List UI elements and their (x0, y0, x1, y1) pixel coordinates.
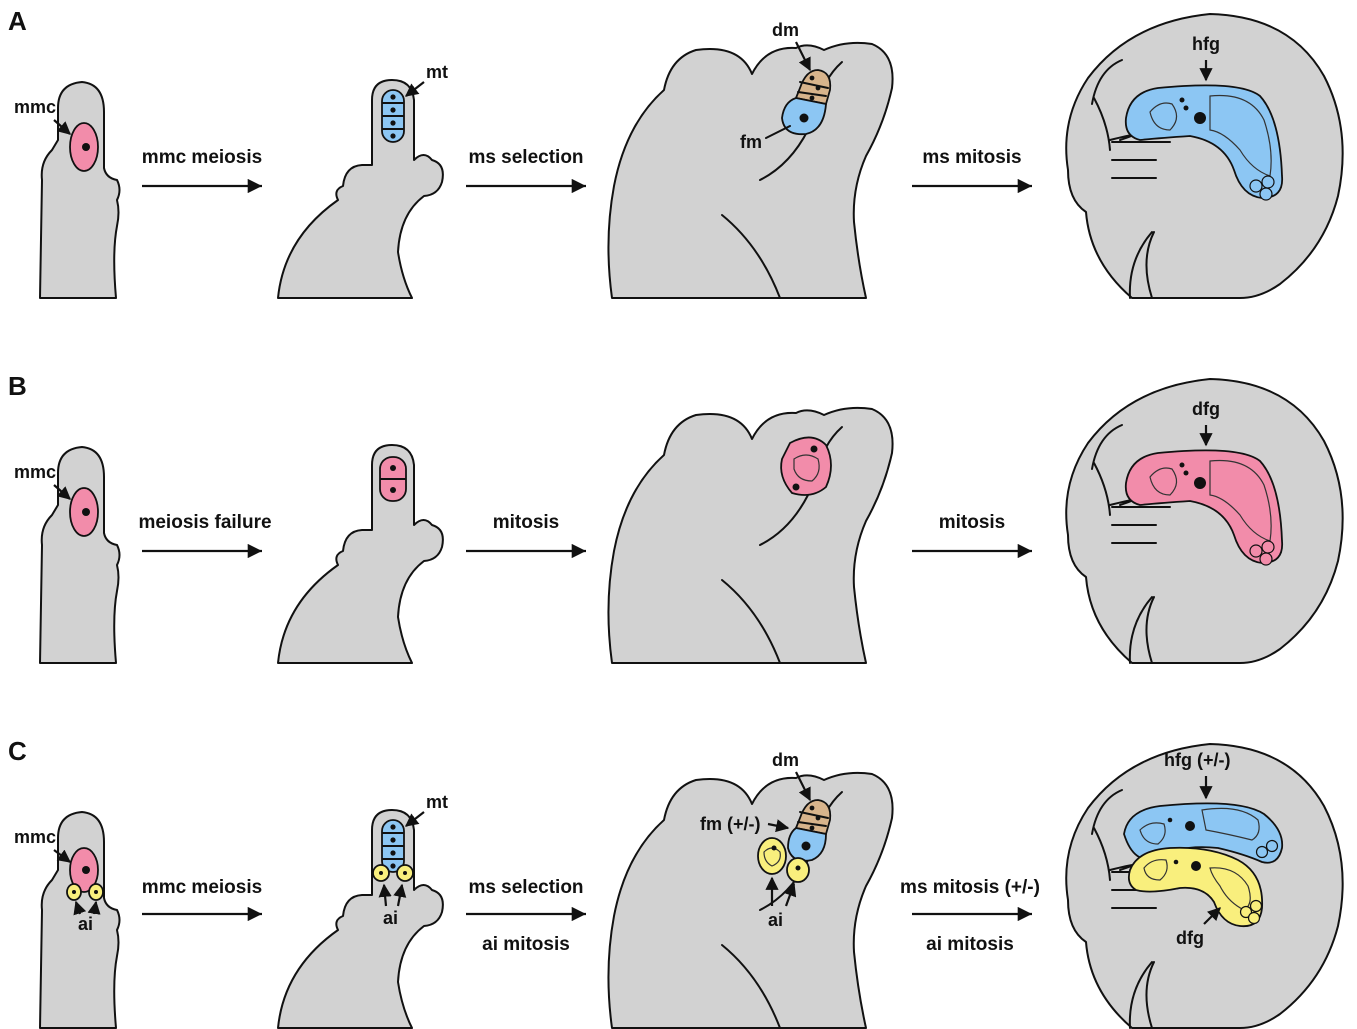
dfg-label: dfg (1176, 928, 1204, 948)
stage4-b: dfg (1066, 379, 1342, 663)
stage3-a: dm fm (608, 20, 892, 298)
step-label-a3: ms mitosis (922, 147, 1021, 168)
panel-c: C mmc ai mmc meiosis mt ai (8, 736, 1343, 1028)
dm-label: dm (772, 20, 799, 40)
step-label-b2: mitosis (493, 512, 560, 533)
panel-letter-b: B (8, 371, 27, 401)
dm-label: dm (772, 750, 799, 770)
hfg-label: hfg (1192, 34, 1220, 54)
stage2-a: mt (278, 62, 448, 298)
fm-label: fm (740, 132, 762, 152)
ai-label-3: ai (768, 910, 783, 930)
stage1-a: mmc (14, 82, 120, 298)
fm-label: fm (+/-) (700, 814, 761, 834)
stage4-c: hfg (+/-) dfg (1066, 744, 1342, 1028)
stage2-c: mt ai (278, 792, 448, 1028)
aposporous-sac-left (758, 838, 786, 874)
stage3-b (608, 408, 892, 663)
mmc-label: mmc (14, 97, 56, 117)
ai-label-2: ai (383, 908, 398, 928)
ai-label-1: ai (78, 914, 93, 934)
mt-label: mt (426, 62, 448, 82)
step-label-a2: ms selection (468, 147, 583, 168)
mt-label: mt (426, 792, 448, 812)
step-label-a1: mmc meiosis (142, 147, 262, 168)
step-sublabel-c2: ai mitosis (482, 934, 570, 955)
hfg-label: hfg (+/-) (1164, 750, 1230, 770)
step-label-c3: ms mitosis (+/-) (900, 877, 1040, 898)
binucleate-sac (781, 437, 831, 495)
step-label-c1: mmc meiosis (142, 877, 262, 898)
stage3-c: dm fm (+/-) ai (608, 750, 892, 1028)
panel-a: A mmc mmc meiosis mt ms selection (8, 6, 1343, 298)
step-sublabel-c3: ai mitosis (926, 934, 1014, 955)
dfg-label: dfg (1192, 399, 1220, 419)
stage1-b: mmc (14, 447, 120, 663)
panel-b: B mmc meiosis failure mitosis mitosis (8, 371, 1343, 663)
step-label-b1: meiosis failure (138, 512, 271, 533)
step-label-b3: mitosis (939, 512, 1006, 533)
mmc-label: mmc (14, 827, 56, 847)
panel-letter-a: A (8, 6, 27, 36)
mmc-label: mmc (14, 462, 56, 482)
stage2-b (278, 445, 443, 663)
stage4-a: hfg (1066, 14, 1342, 298)
stage1-c: mmc ai (14, 812, 120, 1028)
panel-letter-c: C (8, 736, 27, 766)
step-label-c2: ms selection (468, 877, 583, 898)
